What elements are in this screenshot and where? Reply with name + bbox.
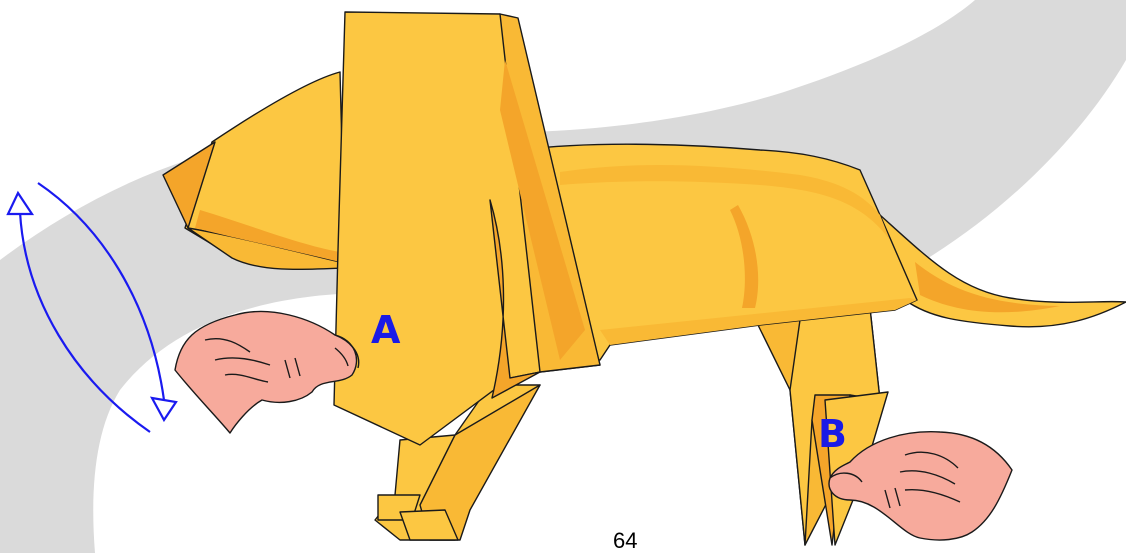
swing-arrow-icon — [6, 182, 178, 433]
label-a: A — [371, 308, 401, 352]
left-hand — [174, 310, 360, 434]
origami-lion — [162, 11, 1126, 546]
page-number: 64 — [613, 528, 637, 553]
right-hand — [828, 431, 1013, 541]
label-b: B — [818, 412, 847, 456]
